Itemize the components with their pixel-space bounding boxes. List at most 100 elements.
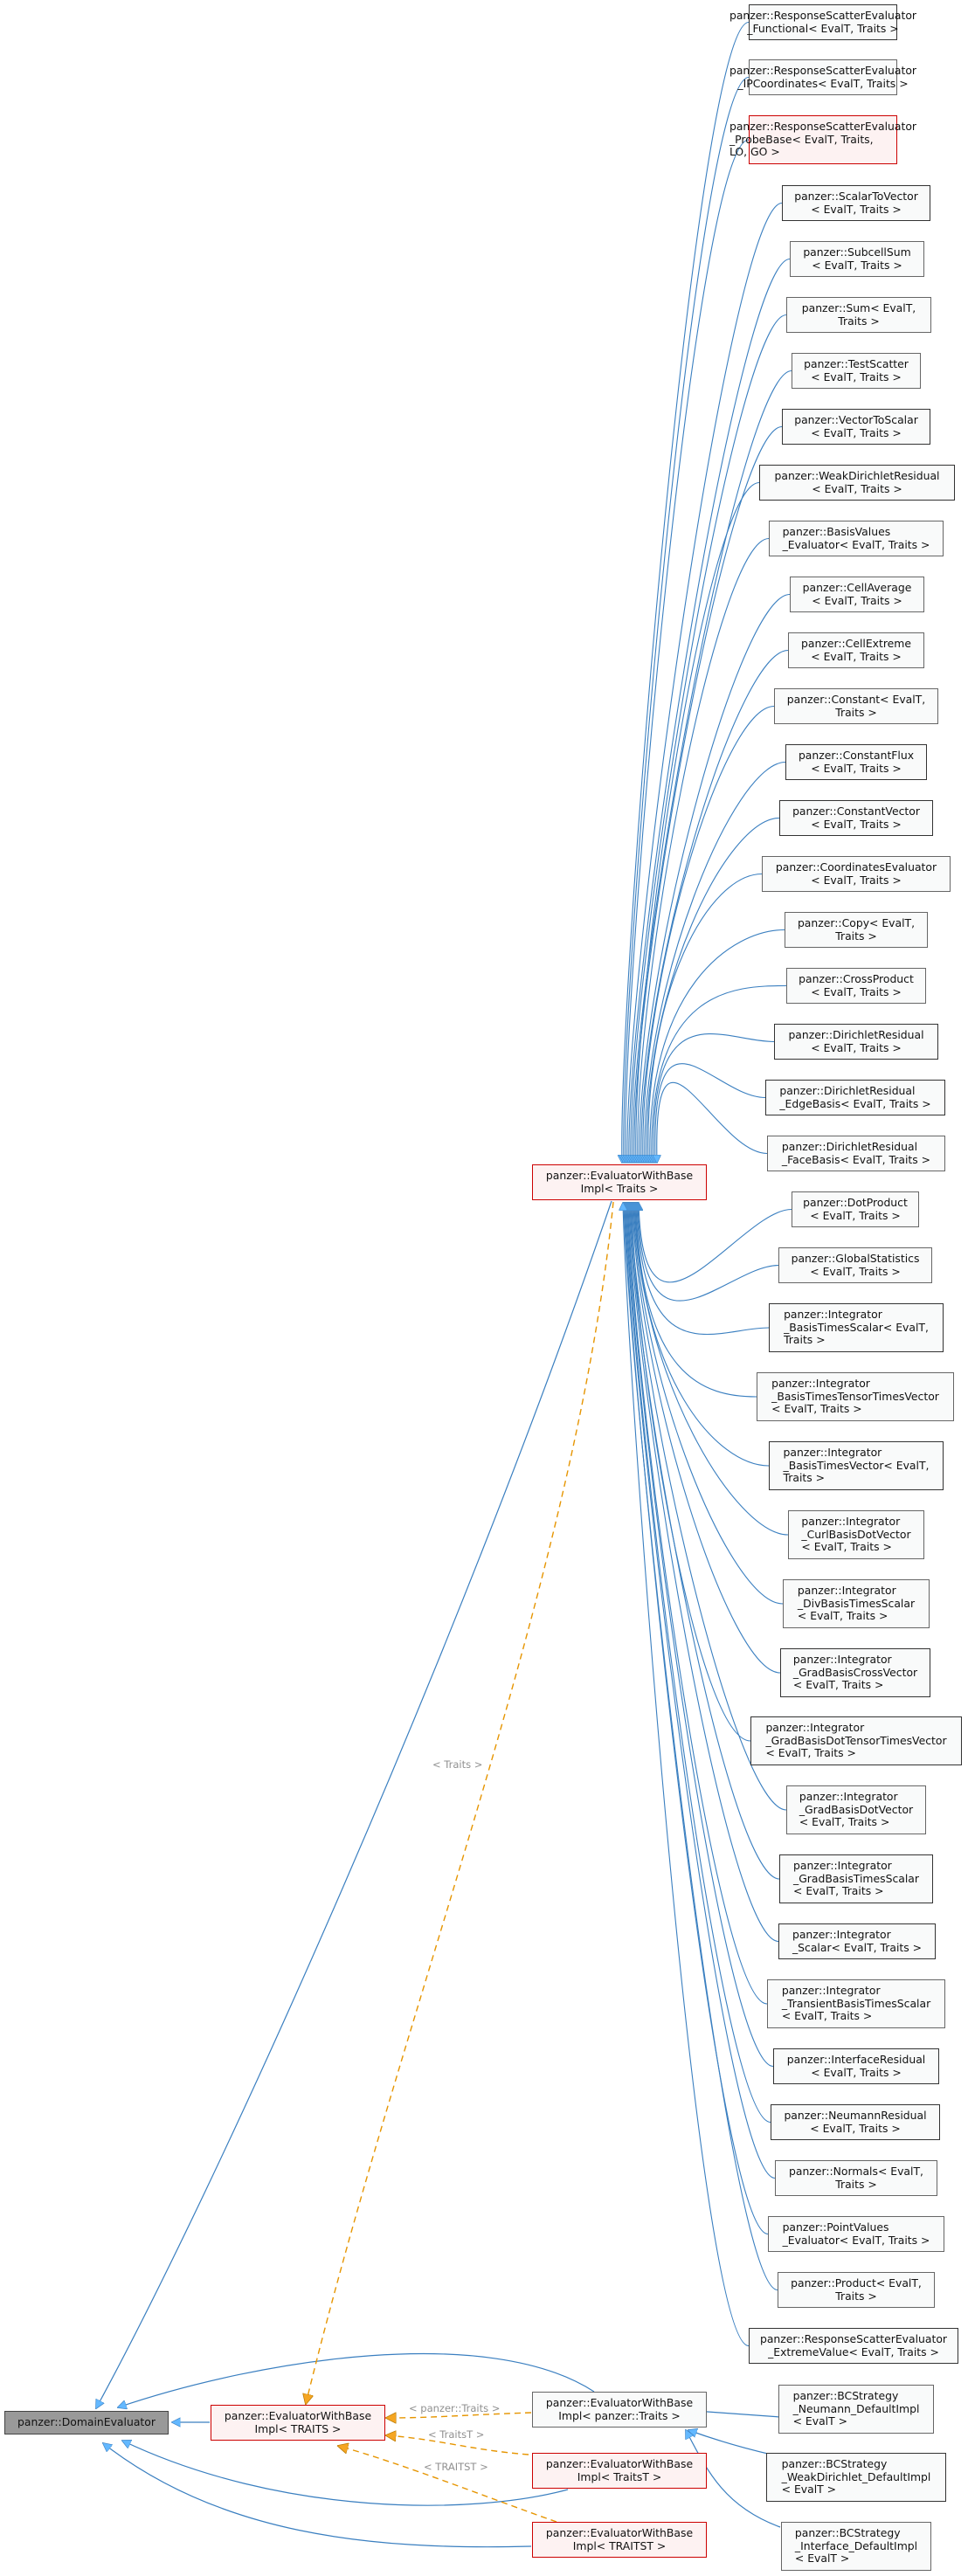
- node-child-4[interactable]: panzer::SubcellSum < EvalT, Traits >: [790, 241, 924, 277]
- edge-child-19: [655, 1063, 766, 1163]
- node-child-19[interactable]: panzer::DirichletResidual _EdgeBasis< Ev…: [765, 1080, 945, 1115]
- edge-child-27: [633, 1203, 784, 1605]
- node-child-33[interactable]: panzer::Integrator _TransientBasisTimesS…: [767, 1979, 945, 2028]
- edge-ptraits-to-domain: [118, 2352, 595, 2407]
- edge-child-2: [626, 139, 750, 1163]
- edge-child-39: [623, 1203, 750, 2347]
- node-child-31[interactable]: panzer::Integrator _GradBasisTimesScalar…: [779, 1854, 933, 1903]
- edge-template-traitsT: [386, 2435, 529, 2455]
- edge-child-14: [646, 817, 780, 1164]
- node-evaluator-with-base-impl-TRAITST[interactable]: panzer::EvaluatorWithBase Impl< TRAITST …: [532, 2522, 707, 2558]
- node-child-34[interactable]: panzer::InterfaceResidual < EvalT, Trait…: [773, 2048, 939, 2084]
- edge-label-TRAITST: < TRAITST >: [424, 2461, 488, 2473]
- edge-child-1: [624, 76, 750, 1164]
- node-child-38[interactable]: panzer::Product< EvalT, Traits >: [778, 2272, 935, 2308]
- edge-template-TRAITST: [338, 2446, 557, 2523]
- edge-template-traits: [306, 1201, 614, 2404]
- edge-child-21: [639, 1203, 792, 1283]
- edge-label-traits: < Traits >: [432, 1758, 483, 1771]
- edge-child-5: [631, 314, 787, 1164]
- edge-TRAITST-to-domain: [103, 2443, 532, 2548]
- edge-child-24: [636, 1203, 757, 1398]
- node-child-8[interactable]: panzer::WeakDirichletResidual < EvalT, T…: [759, 465, 955, 501]
- node-child-2[interactable]: panzer::ResponseScatterEvaluator _ProbeB…: [729, 115, 916, 164]
- node-evaluator-with-base-impl-TRAITS[interactable]: panzer::EvaluatorWithBase Impl< TRAITS >: [211, 2405, 385, 2441]
- edge-label-traitsT: < TraitsT >: [428, 2428, 485, 2441]
- edge-template-ptraits: [386, 2412, 532, 2418]
- edge-child-26: [634, 1203, 789, 1536]
- edge-bc-interface: [686, 2430, 781, 2528]
- node-bc-child-2[interactable]: panzer::BCStrategy _Interface_DefaultImp…: [781, 2522, 931, 2571]
- node-child-11[interactable]: panzer::CellExtreme < EvalT, Traits >: [788, 632, 924, 668]
- node-child-29[interactable]: panzer::Integrator _GradBasisDotTensorTi…: [750, 1716, 962, 1765]
- edge-child-25: [635, 1203, 770, 1467]
- edge-child-34: [627, 1203, 774, 2068]
- node-child-21[interactable]: panzer::DotProduct < EvalT, Traits >: [792, 1191, 919, 1227]
- node-child-17[interactable]: panzer::CrossProduct < EvalT, Traits >: [786, 968, 926, 1004]
- node-child-35[interactable]: panzer::NeumannResidual < EvalT, Traits …: [771, 2104, 940, 2140]
- edge-bc-weak: [688, 2430, 772, 2455]
- node-child-6[interactable]: panzer::TestScatter < EvalT, Traits >: [792, 353, 921, 389]
- edge-child-0: [622, 21, 750, 1164]
- node-child-32[interactable]: panzer::Integrator _Scalar< EvalT, Trait…: [778, 1923, 936, 1959]
- edge-child-8: [636, 481, 760, 1164]
- node-child-20[interactable]: panzer::DirichletResidual _FaceBasis< Ev…: [767, 1136, 945, 1171]
- edge-child-28: [633, 1203, 781, 1674]
- node-child-36[interactable]: panzer::Normals< EvalT, Traits >: [775, 2160, 937, 2196]
- node-child-25[interactable]: panzer::Integrator _BasisTimesVector< Ev…: [769, 1441, 944, 1490]
- edge-child-31: [630, 1203, 780, 1880]
- edge-child-12: [643, 705, 775, 1164]
- node-child-5[interactable]: panzer::Sum< EvalT, Traits >: [786, 297, 931, 333]
- node-child-16[interactable]: panzer::Copy< EvalT, Traits >: [785, 912, 928, 948]
- node-child-10[interactable]: panzer::CellAverage < EvalT, Traits >: [790, 577, 924, 612]
- node-child-3[interactable]: panzer::ScalarToVector < EvalT, Traits >: [782, 185, 930, 221]
- node-child-0[interactable]: panzer::ResponseScatterEvaluator _Functi…: [729, 4, 916, 40]
- node-child-28[interactable]: panzer::Integrator _GradBasisCrossVector…: [780, 1648, 930, 1697]
- edge-child-35: [626, 1203, 771, 2124]
- edge-traits-to-domain: [96, 1200, 612, 2408]
- edge-child-17: [652, 984, 787, 1164]
- node-evaluator-with-base-impl-traitsT[interactable]: panzer::EvaluatorWithBase Impl< TraitsT …: [532, 2453, 707, 2489]
- node-child-22[interactable]: panzer::GlobalStatistics < EvalT, Traits…: [778, 1247, 932, 1283]
- node-evaluator-with-base-impl-traits[interactable]: panzer::EvaluatorWithBase Impl< Traits >: [532, 1164, 707, 1200]
- node-bc-child-0[interactable]: panzer::BCStrategy _Neumann_DefaultImpl …: [778, 2385, 934, 2434]
- node-child-23[interactable]: panzer::Integrator _BasisTimesScalar< Ev…: [769, 1303, 944, 1352]
- edge-child-15: [648, 873, 763, 1164]
- edge-child-9: [638, 537, 770, 1164]
- node-child-7[interactable]: panzer::VectorToScalar < EvalT, Traits >: [782, 409, 930, 445]
- edge-child-11: [641, 649, 789, 1164]
- edge-label-panzer-traits: < panzer::Traits >: [409, 2402, 501, 2414]
- node-child-26[interactable]: panzer::Integrator _CurlBasisDotVector <…: [788, 1510, 924, 1559]
- edge-child-18: [653, 1033, 775, 1163]
- node-child-14[interactable]: panzer::ConstantVector < EvalT, Traits >: [779, 800, 933, 836]
- edge-child-13: [645, 761, 786, 1164]
- edge-child-33: [628, 1203, 768, 2005]
- node-child-39[interactable]: panzer::ResponseScatterEvaluator _Extrem…: [749, 2328, 958, 2364]
- edge-child-37: [625, 1203, 769, 2235]
- edge-child-16: [650, 929, 785, 1164]
- edge-child-36: [626, 1203, 776, 2179]
- node-child-18[interactable]: panzer::DirichletResidual < EvalT, Trait…: [774, 1024, 938, 1060]
- edge-child-30: [631, 1203, 787, 1811]
- edge-child-38: [624, 1203, 778, 2291]
- node-child-12[interactable]: panzer::Constant< EvalT, Traits >: [774, 688, 938, 724]
- edge-child-10: [640, 593, 791, 1164]
- edge-child-4: [629, 258, 791, 1164]
- node-bc-child-1[interactable]: panzer::BCStrategy _WeakDirichlet_Defaul…: [766, 2453, 946, 2502]
- edge-child-32: [629, 1203, 779, 1943]
- edge-child-22: [638, 1203, 779, 1302]
- edge-child-23: [637, 1203, 770, 1336]
- edge-child-20: [657, 1081, 768, 1163]
- node-child-27[interactable]: panzer::Integrator _DivBasisTimesScalar …: [783, 1579, 930, 1628]
- node-child-37[interactable]: panzer::PointValues _Evaluator< EvalT, T…: [768, 2216, 944, 2252]
- node-child-13[interactable]: panzer::ConstantFlux < EvalT, Traits >: [785, 744, 927, 780]
- node-evaluator-with-base-impl-panzer-traits[interactable]: panzer::EvaluatorWithBase Impl< panzer::…: [532, 2392, 707, 2428]
- node-child-24[interactable]: panzer::Integrator _BasisTimesTensorTime…: [757, 1372, 954, 1421]
- node-child-15[interactable]: panzer::CoordinatesEvaluator < EvalT, Tr…: [762, 856, 951, 892]
- node-child-9[interactable]: panzer::BasisValues _Evaluator< EvalT, T…: [769, 521, 944, 556]
- node-child-1[interactable]: panzer::ResponseScatterEvaluator _IPCoor…: [729, 59, 916, 95]
- node-domain-evaluator[interactable]: panzer::DomainEvaluator: [4, 2411, 169, 2434]
- node-child-30[interactable]: panzer::Integrator _GradBasisDotVector <…: [786, 1785, 926, 1834]
- edge-child-3: [627, 202, 783, 1164]
